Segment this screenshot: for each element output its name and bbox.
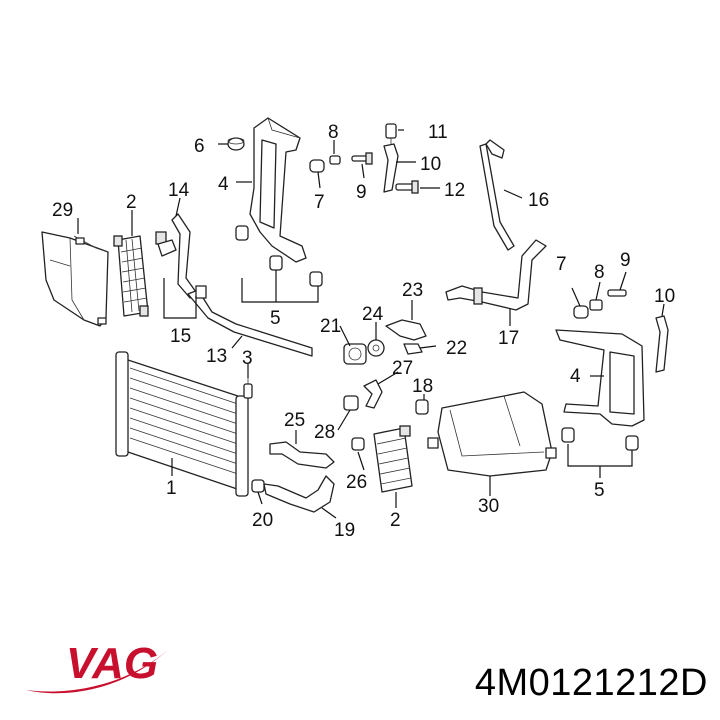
part-1-main-radiator bbox=[115, 351, 249, 497]
part-16-coolant-pipe bbox=[479, 139, 515, 251]
callout-28: 28 bbox=[314, 422, 335, 443]
callout-13: 13 bbox=[206, 346, 227, 367]
callout-labels: 1 2 2 3 4 4 5 5 6 7 7 8 8 9 9 10 10 11 1… bbox=[52, 122, 675, 541]
callout-10: 10 bbox=[654, 286, 675, 307]
callout-19: 19 bbox=[334, 520, 355, 541]
part-29-air-duct bbox=[41, 231, 109, 327]
part-number-label: 4M0121212D bbox=[474, 662, 708, 704]
callout-23: 23 bbox=[402, 280, 423, 301]
part-8-bolt-upper bbox=[329, 155, 341, 165]
callout-4: 4 bbox=[218, 174, 229, 195]
callout-3: 3 bbox=[242, 348, 253, 369]
part-4-bracket-upper bbox=[249, 117, 307, 263]
callout-20: 20 bbox=[252, 510, 273, 531]
part-21-water-pump bbox=[343, 343, 367, 365]
callout-24: 24 bbox=[362, 304, 384, 325]
part-5-rubber-mounts-upper bbox=[235, 225, 323, 287]
part-27-hose bbox=[363, 379, 383, 409]
callout-29: 29 bbox=[52, 200, 73, 221]
part-7-bushing-lower bbox=[573, 305, 589, 319]
callout-17: 17 bbox=[498, 328, 519, 349]
part-20-clip bbox=[251, 479, 265, 493]
callout-8: 8 bbox=[594, 262, 605, 283]
part-19-hose bbox=[263, 475, 335, 513]
part-2-aux-radiator-lower bbox=[373, 425, 413, 493]
part-18-clip bbox=[415, 399, 429, 415]
callout-5: 5 bbox=[270, 308, 281, 329]
callout-8: 8 bbox=[328, 122, 339, 143]
part-2-aux-radiator-upper bbox=[113, 235, 149, 317]
callout-30: 30 bbox=[478, 496, 499, 517]
part-14-hose bbox=[155, 213, 197, 299]
callout-2: 2 bbox=[126, 192, 137, 213]
part-9-bolt-lower bbox=[607, 289, 627, 297]
part-17-coolant-hose bbox=[445, 239, 547, 311]
callout-9: 9 bbox=[356, 182, 367, 203]
callout-22: 22 bbox=[446, 338, 467, 359]
part-28-connector bbox=[343, 395, 359, 411]
callout-7: 7 bbox=[556, 254, 567, 275]
callout-26: 26 bbox=[346, 472, 367, 493]
part-22-clamp bbox=[403, 343, 423, 355]
part-3-temperature-sensor bbox=[243, 376, 253, 399]
callout-12: 12 bbox=[444, 180, 465, 201]
part-5-rubber-mounts-lower bbox=[561, 427, 639, 451]
part-24-seal bbox=[367, 339, 385, 357]
part-4-bracket-lower bbox=[555, 329, 645, 427]
part-12-bolt bbox=[395, 180, 419, 194]
logo-text: VAG bbox=[66, 639, 158, 688]
vag-logo: VAG bbox=[26, 639, 170, 694]
callout-11: 11 bbox=[428, 122, 448, 143]
callout-1: 1 bbox=[166, 478, 177, 499]
callout-6: 6 bbox=[194, 136, 205, 157]
part-9-bolt-upper bbox=[351, 152, 373, 165]
callout-14: 14 bbox=[168, 180, 190, 201]
callout-5: 5 bbox=[594, 480, 605, 501]
part-7-bushing-upper bbox=[309, 159, 325, 173]
part-30-air-duct bbox=[427, 391, 557, 477]
callout-7: 7 bbox=[314, 192, 325, 213]
part-26-clip bbox=[351, 437, 365, 451]
leader-lines bbox=[77, 129, 665, 519]
callout-10: 10 bbox=[420, 154, 441, 175]
part-10-clip-lower bbox=[655, 315, 669, 373]
part-23-bracket bbox=[385, 319, 427, 341]
part-13-coolant-pipe bbox=[187, 285, 313, 357]
part-8-bolt-lower bbox=[589, 299, 603, 311]
part-10-clip-upper bbox=[383, 143, 399, 193]
callout-16: 16 bbox=[528, 190, 549, 211]
callout-18: 18 bbox=[412, 376, 433, 397]
part-25-hose bbox=[269, 441, 335, 469]
part-11-screw bbox=[385, 123, 397, 144]
callout-9: 9 bbox=[620, 250, 631, 271]
callout-4: 4 bbox=[570, 366, 581, 387]
callout-27: 27 bbox=[392, 358, 413, 379]
part-6-rubber-buffer bbox=[227, 137, 245, 151]
callout-2: 2 bbox=[390, 510, 401, 531]
callout-25: 25 bbox=[284, 410, 305, 431]
callout-15: 15 bbox=[170, 326, 191, 347]
callout-21: 21 bbox=[320, 316, 341, 337]
